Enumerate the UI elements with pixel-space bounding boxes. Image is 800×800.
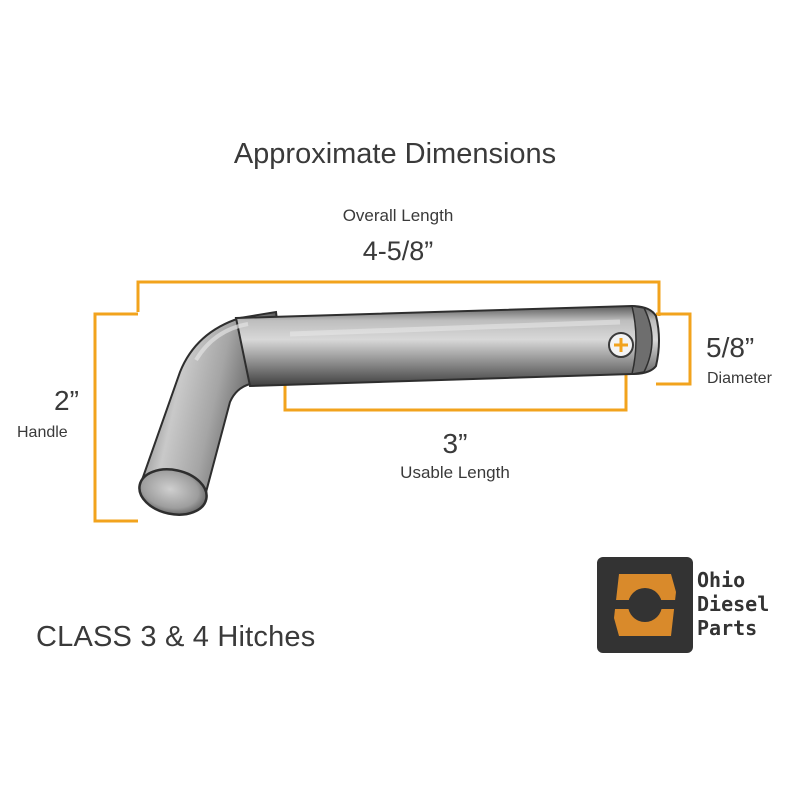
handle-bracket xyxy=(93,312,138,523)
logo-line-1: Ohio xyxy=(697,568,746,592)
diameter-label: Diameter xyxy=(707,370,772,387)
overall-length-bracket xyxy=(136,280,661,316)
handle-label: Handle xyxy=(17,424,68,441)
handle-value: 2” xyxy=(54,385,79,416)
logo-line-3: Parts xyxy=(697,616,758,640)
logo-wordmark: Ohio Diesel Parts xyxy=(697,568,769,640)
dimension-lines xyxy=(93,280,692,523)
usable-length-bracket xyxy=(283,362,628,412)
diameter-bracket xyxy=(656,312,692,386)
ohio-diesel-parts-logo-icon xyxy=(597,557,693,653)
diameter-value: 5/8” xyxy=(706,332,755,363)
hitch-class-text: CLASS 3 & 4 Hitches xyxy=(36,621,316,653)
usable-length-value: 3” xyxy=(442,428,468,459)
overall-length-value: 4-5/8” xyxy=(362,236,434,266)
hitch-pin-image xyxy=(138,304,660,516)
page-title: Approximate Dimensions xyxy=(233,138,557,170)
usable-length-label: Usable Length xyxy=(400,463,510,482)
overall-length-label: Overall Length xyxy=(342,206,454,225)
logo-line-2: Diesel xyxy=(697,592,770,616)
